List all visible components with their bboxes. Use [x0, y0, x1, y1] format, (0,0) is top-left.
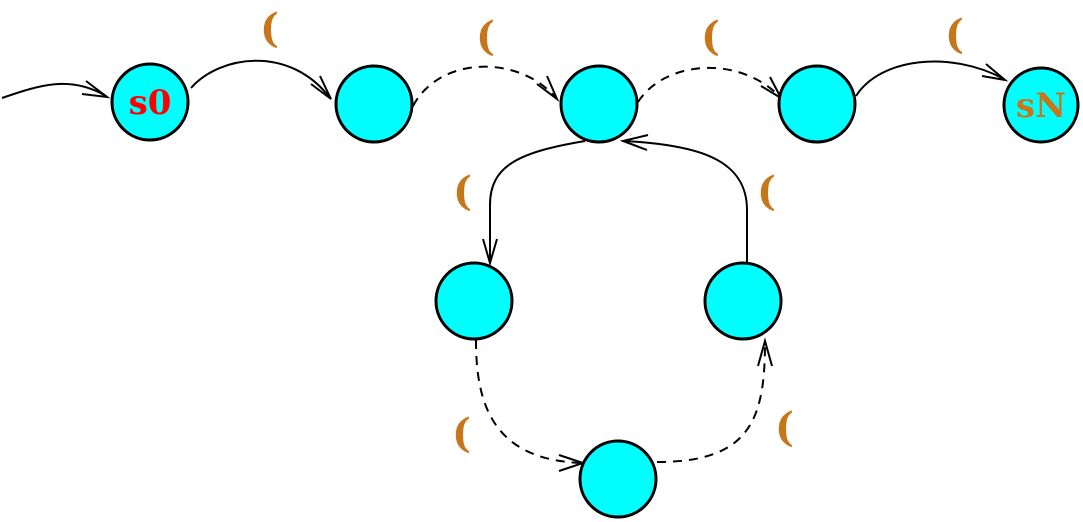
state-node-2 [559, 64, 639, 144]
edge-loop-right-to-n2 [623, 140, 748, 266]
loop-node-right [703, 261, 783, 341]
edge-n2-to-n3-arrowhead [760, 76, 784, 101]
edge-label-n2-to-loop-left: ( [453, 168, 472, 215]
edge-n1-to-n2 [412, 65, 557, 107]
state-label-s0: s0 [129, 83, 172, 123]
edge-label-bottom-to-loop-right: ( [775, 404, 794, 451]
edge-label-n3-to-sN: ( [945, 11, 964, 58]
edge-label-loop-left-to-bottom: ( [452, 410, 471, 457]
edge-s0-to-n1-arrowhead [310, 75, 332, 100]
edge-n2-to-loop-left-arrowhead [482, 238, 498, 267]
state-node-sN [1002, 66, 1080, 144]
edge-n2-to-n3 [637, 67, 781, 103]
edge-n3-to-sN [855, 60, 1005, 97]
nodes: s0 sN [110, 62, 1080, 519]
edge-label-n1-to-n2: ( [476, 13, 495, 60]
state-node-s0 [110, 62, 190, 142]
state-node-1 [334, 64, 414, 144]
edge-bottom-to-loop-right [656, 341, 766, 463]
state-label-sN: sN [1016, 86, 1066, 126]
edge-n2-to-loop-left [489, 140, 586, 262]
edge-n1-to-n2-arrowhead [536, 75, 560, 103]
edge-label-n2-to-n3: ( [701, 13, 720, 60]
edge-n3-to-sN-arrowhead [981, 63, 1009, 82]
edge-labels: ( ( ( ( ( ( ( ( [260, 5, 964, 457]
edge-label-loop-right-to-n2: ( [757, 168, 776, 215]
state-node-3 [777, 64, 857, 144]
edges [1, 59, 1009, 472]
loop-node-left [434, 261, 514, 341]
edge-s0-to-n1 [190, 59, 331, 99]
loop-node-bottom [578, 439, 658, 519]
initial-edge-arrowhead [81, 80, 111, 99]
edge-loop-left-to-bottom [475, 339, 583, 464]
edge-label-s0-to-n1: ( [260, 5, 279, 52]
initial-edge [1, 82, 107, 99]
edge-loop-right-to-n2-arrowhead [619, 134, 649, 151]
edge-bottom-to-loop-right-arrowhead [757, 337, 773, 367]
